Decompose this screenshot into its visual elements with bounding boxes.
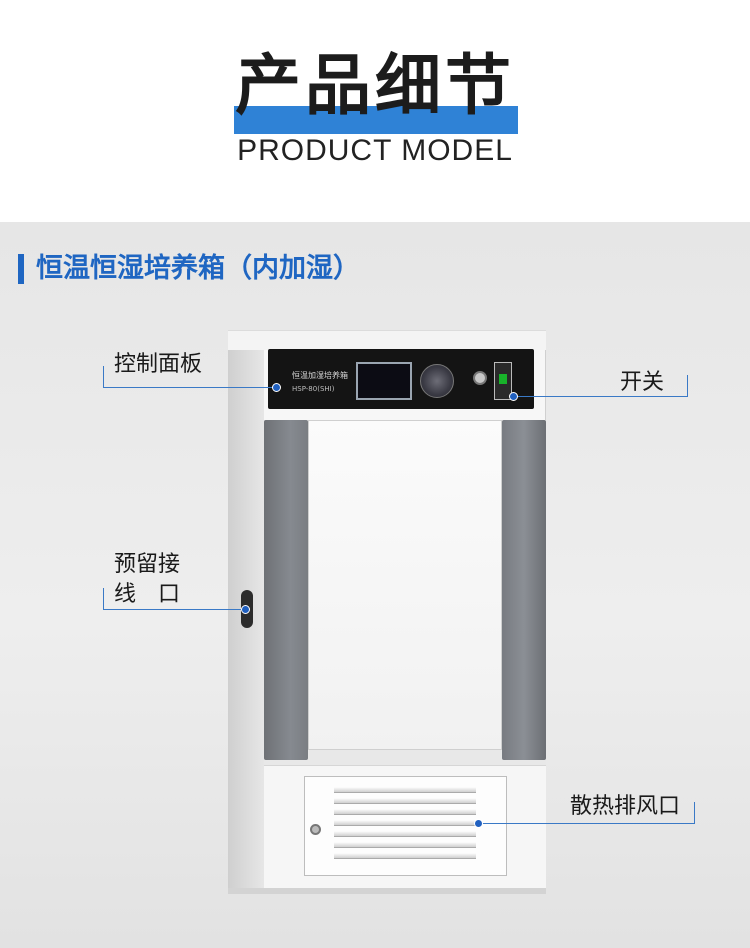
- callout-tick: [103, 588, 104, 610]
- display-screen: [356, 362, 412, 400]
- vent-slat: [334, 798, 476, 804]
- page-subtitle: PRODUCT MODEL: [237, 134, 513, 167]
- callout-tick: [687, 375, 688, 397]
- title-accent-bar: [234, 106, 518, 134]
- cabinet-top: [228, 330, 546, 350]
- keypad-icon: [420, 364, 454, 398]
- vent-slat: [334, 831, 476, 837]
- callout-dot-icon: [509, 392, 518, 401]
- callout-vent: 散热排风口: [570, 794, 681, 819]
- callout-tick: [694, 802, 695, 824]
- lock-icon: [310, 824, 321, 835]
- callout-port-line2: 线 口: [114, 582, 181, 607]
- door-seal-left: [264, 420, 308, 760]
- vent-slat: [334, 853, 476, 859]
- callout-line: [512, 396, 688, 397]
- callout-dot-icon: [474, 819, 483, 828]
- callout-control-panel: 控制面板: [114, 352, 203, 377]
- vent-slat: [334, 842, 476, 848]
- vent-slat: [334, 809, 476, 815]
- door: [308, 420, 502, 750]
- callout-line: [479, 823, 695, 824]
- callout-tick: [103, 366, 104, 388]
- vent-slat: [334, 787, 476, 793]
- callout-dot-icon: [272, 383, 281, 392]
- callout-line: [103, 387, 277, 388]
- callout-line: [103, 609, 247, 610]
- page-header: 产品细节 PRODUCT MODEL: [0, 0, 750, 222]
- section-title: 恒温恒湿培养箱（内加湿）: [36, 253, 360, 284]
- callout-dot-icon: [241, 605, 250, 614]
- door-seal-right: [502, 420, 546, 760]
- section-marker: [18, 254, 24, 284]
- callout-switch: 开关: [620, 370, 665, 395]
- knob-icon: [473, 371, 487, 385]
- panel-device-name: 恒温加湿培养箱: [292, 371, 348, 380]
- panel-device-model: HSP-80(SHI): [292, 385, 335, 393]
- page-title: 产品细节: [235, 47, 515, 124]
- cabinet-foot: [228, 888, 546, 894]
- callout-port-line1: 预留接: [114, 552, 181, 577]
- vent-slat: [334, 820, 476, 826]
- switch-indicator-icon: [499, 374, 507, 384]
